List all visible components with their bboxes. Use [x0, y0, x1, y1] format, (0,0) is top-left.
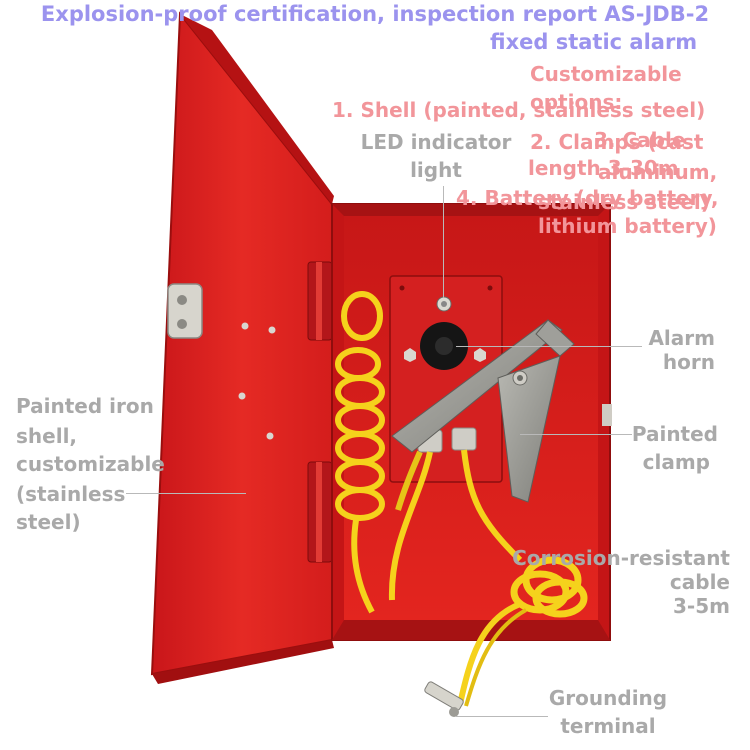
option-clamps-3: stainless steel): [538, 190, 710, 214]
option-battery-2: lithium battery): [538, 214, 717, 238]
clamp-label-1: Painted: [631, 422, 718, 446]
led-label-1: LED indicator: [360, 130, 512, 154]
ground-label-1: Grounding: [548, 686, 668, 710]
horn-label-1: Alarm: [648, 326, 715, 350]
led-label-2: light: [410, 158, 462, 182]
shell-leader-line: [126, 493, 246, 494]
painted-clamp: [391, 319, 575, 503]
header-line-1: Explosion-proof certification, inspectio…: [40, 2, 710, 26]
options-title-2: options:: [530, 90, 623, 114]
shell-label-3: customizable: [16, 452, 165, 476]
option-shell: 1. Shell (painted, stainless steel): [332, 98, 706, 122]
clamp-label-2: clamp: [642, 450, 710, 474]
exit-cable: [457, 556, 588, 707]
options-title-1: Customizable: [530, 62, 682, 86]
option-cable-1: 3. Cable: [594, 128, 686, 152]
shell-label-4: (stainless: [16, 482, 126, 506]
option-clamps-1: 2. Clamps (cast: [530, 130, 704, 154]
grounding-terminal: [424, 681, 464, 717]
ground-leader-line: [456, 716, 548, 717]
cable-label-1: Corrosion-resistant: [512, 546, 730, 570]
coiled-cable: [335, 291, 523, 614]
cable-label-2: cable: [669, 570, 730, 594]
clamp-leader-line: [520, 434, 632, 435]
led-leader-line: [443, 186, 444, 298]
ground-label-2: terminal: [560, 714, 656, 738]
horn-leader-line: [456, 346, 642, 347]
cable-label-3: 3-5m: [673, 594, 730, 618]
option-cable-2: length 3-30m: [528, 156, 679, 180]
shell-label-5: steel): [16, 510, 81, 534]
box-lid: [150, 11, 334, 684]
option-clamps-2: aluminum,: [598, 160, 718, 184]
shell-label-1: Painted iron: [16, 394, 154, 418]
option-battery-1: 4. Battery (dry battery,: [456, 186, 719, 210]
horn-label-2: horn: [662, 350, 715, 374]
header-line-2: fixed static alarm: [490, 30, 698, 54]
shell-label-2: shell,: [16, 424, 78, 448]
